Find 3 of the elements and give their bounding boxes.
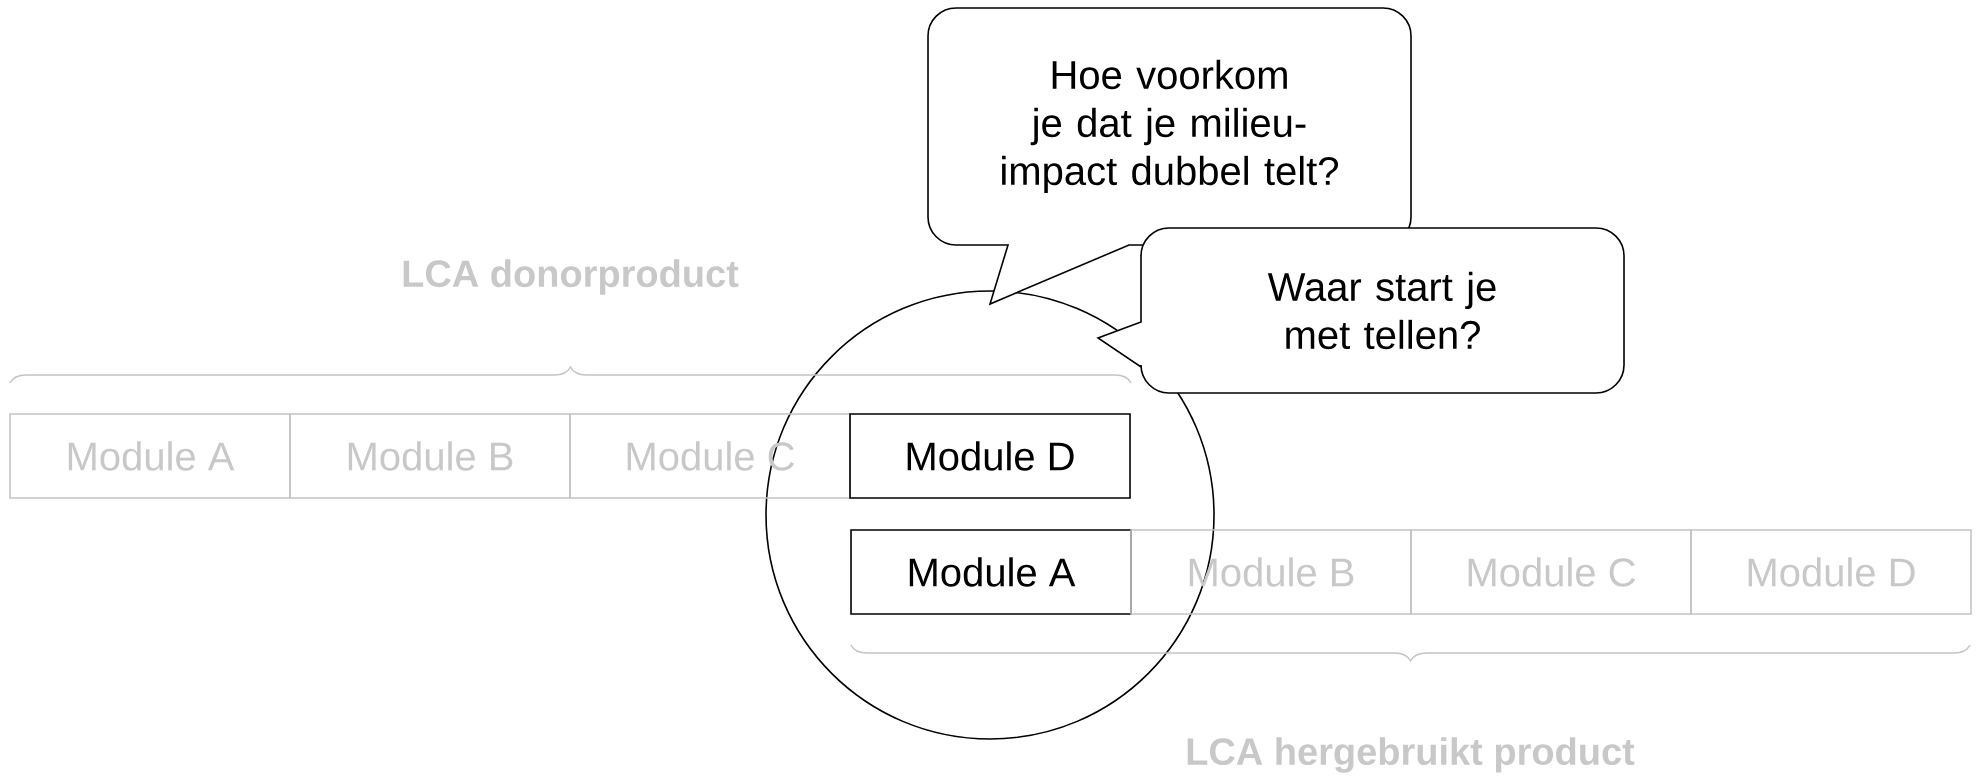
speech-bubble: Waar start je met tellen? — [1097, 227, 1625, 394]
module-box: Module D — [849, 413, 1131, 499]
module-box: Module A — [850, 529, 1132, 615]
